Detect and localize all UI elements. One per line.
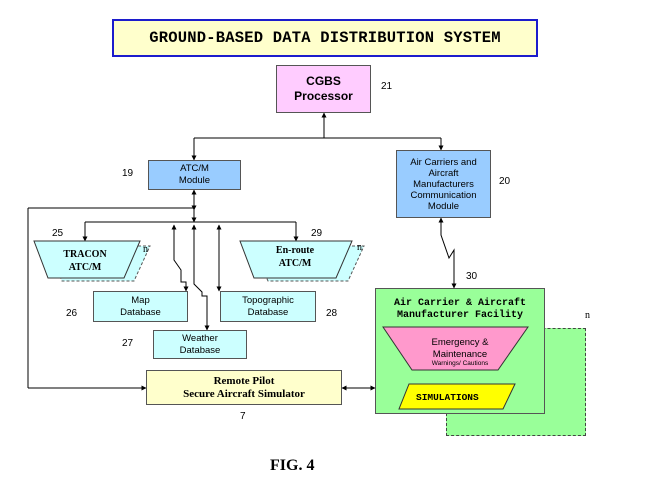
- ref-26: 26: [66, 308, 78, 319]
- ref-21: 21: [381, 81, 393, 92]
- simulations-parallelogram: [398, 383, 516, 410]
- emergency-label: Emergency & Maintenance Warnings/ Cautio…: [400, 337, 520, 368]
- facility-n-mark: n: [585, 310, 590, 321]
- ref-27: 27: [122, 338, 134, 349]
- map-db-label-2: Database: [120, 306, 161, 318]
- ref-25: 25: [52, 228, 64, 239]
- weather-db-label-1: Weather: [182, 332, 218, 344]
- facility-label: Air Carrier & Aircraft Manufacturer Faci…: [375, 298, 545, 322]
- ac-label-3: Manufacturers: [413, 178, 474, 190]
- ac-label-4: Communication: [410, 189, 477, 201]
- topo-db-label-2: Database: [247, 306, 289, 318]
- cgbs-label-2: Processor: [294, 89, 353, 103]
- tracon-label: TRACON ATC/M: [50, 248, 120, 274]
- map-db-label-1: Map: [131, 294, 150, 306]
- ac-label-2: Aircraft: [428, 167, 459, 179]
- cgbs-label-1: CGBS: [306, 74, 341, 88]
- tracon-label-2: ATC/M: [68, 262, 102, 273]
- ref-19: 19: [122, 168, 134, 179]
- topographic-database-box: Topographic Database: [220, 291, 316, 322]
- tracon-label-1: TRACON: [63, 249, 107, 260]
- air-carriers-module-box: Air Carriers and Aircraft Manufacturers …: [396, 150, 491, 218]
- ref-7: 7: [240, 411, 246, 422]
- emergency-label-2: Maintenance: [432, 349, 488, 360]
- enroute-label: En-route ATC/M: [258, 244, 332, 270]
- ref-29: 29: [311, 228, 323, 239]
- atcm-label-1: ATC/M: [180, 163, 209, 174]
- ref-30: 30: [466, 271, 478, 282]
- remote-pilot-simulator-box: Remote Pilot Secure Aircraft Simulator: [146, 370, 342, 405]
- weather-database-box: Weather Database: [153, 330, 247, 359]
- cgbs-processor-box: CGBS Processor: [276, 65, 371, 113]
- diagram-title-box: GROUND-BASED DATA DISTRIBUTION SYSTEM: [112, 19, 538, 57]
- atcm-label-2: Module: [178, 175, 211, 186]
- tracon-n-mark: n: [143, 244, 148, 255]
- atcm-module-box: ATC/M Module: [148, 160, 241, 190]
- aircarriers-to-facility-connector: [438, 217, 457, 289]
- ac-label-5: Module: [427, 200, 460, 212]
- figure-label: FIG. 4: [270, 457, 315, 474]
- topo-db-label-1: Topographic: [242, 294, 294, 306]
- facility-label-1: Air Carrier & Aircraft: [393, 298, 527, 309]
- emergency-label-1: Emergency &: [431, 337, 489, 348]
- map-database-box: Map Database: [93, 291, 188, 322]
- facility-label-2: Manufacturer Facility: [396, 310, 524, 321]
- diagram-title: GROUND-BASED DATA DISTRIBUTION SYSTEM: [149, 29, 501, 47]
- ac-label-1: Air Carriers and: [410, 156, 477, 168]
- enroute-n-mark: n: [357, 242, 362, 253]
- ref-28: 28: [326, 308, 338, 319]
- ref-20: 20: [499, 176, 511, 187]
- enroute-label-1: En-route: [275, 245, 315, 256]
- enroute-trapezoid: [239, 240, 353, 279]
- hub-to-map-connector: [171, 224, 189, 292]
- simulator-label-2: Secure Aircraft Simulator: [183, 387, 305, 400]
- emergency-label-3: Warnings/ Cautions: [431, 360, 489, 367]
- simulator-label-1: Remote Pilot: [213, 374, 275, 387]
- enroute-label-2: ATC/M: [278, 258, 312, 269]
- simulations-label: SIMULATIONS: [416, 392, 479, 403]
- hub-to-weather-connector: [191, 224, 210, 331]
- weather-db-label-2: Database: [179, 344, 221, 356]
- tracon-trapezoid: [33, 240, 141, 279]
- emergency-trapezoid: [382, 326, 529, 371]
